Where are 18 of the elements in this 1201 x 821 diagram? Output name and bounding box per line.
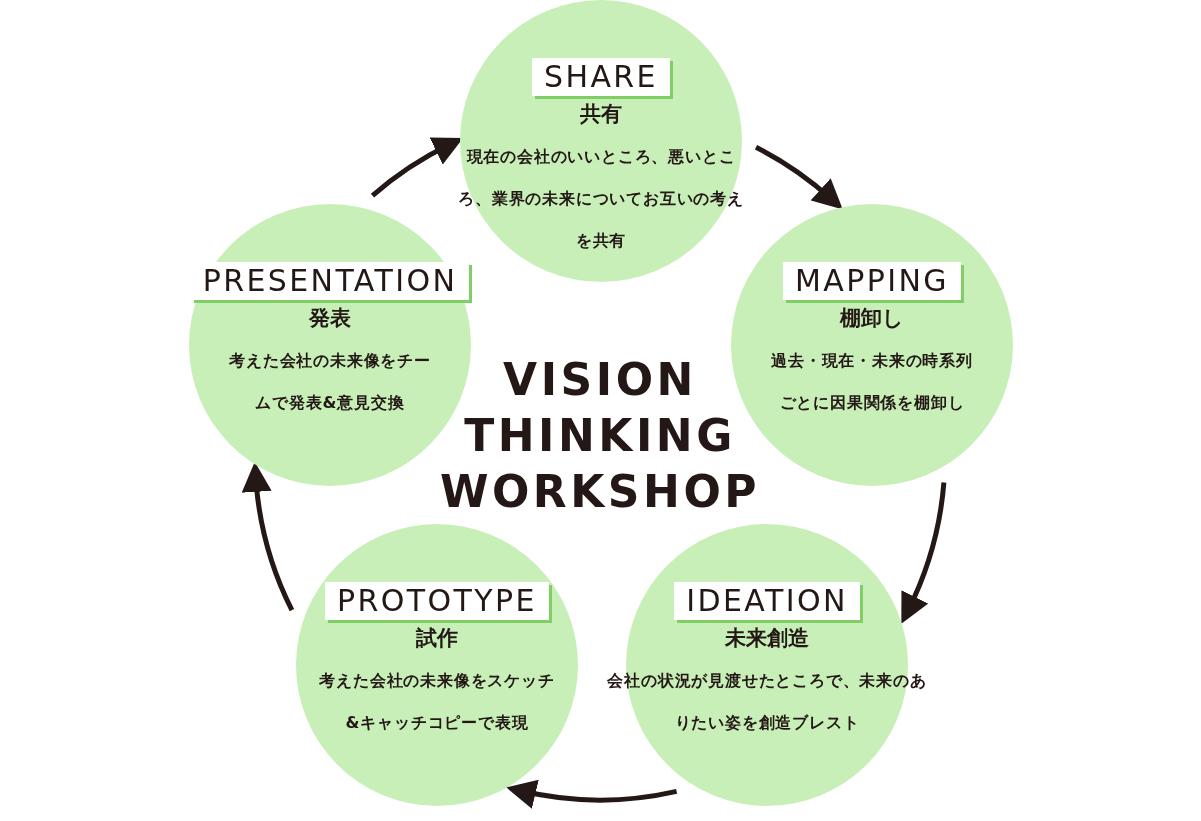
arrow (505, 778, 677, 809)
stage-subtitle: 未来創造 (725, 625, 809, 652)
stage-description: 考えた会社の未来像をチームで発表&意見交換 (228, 350, 432, 414)
stage-subtitle: 試作 (416, 625, 458, 652)
stage-label: MAPPING (783, 262, 961, 300)
stage-subtitle: 共有 (580, 101, 622, 128)
stage-subtitle: 発表 (309, 305, 351, 332)
arrow (754, 145, 844, 210)
stage-label: IDEATION (674, 582, 860, 620)
stage-description: 過去・現在・未来の時系列ごとに因果関係を棚卸し (770, 350, 974, 414)
stage-label: PROTOTYPE (325, 582, 549, 620)
stage-description: 考えた会社の未来像をスケッチ&キャッチコピーで表現 (318, 670, 556, 734)
stage-description: 会社の状況が見渡せたところで、未来のありたい姿を創造ブレスト (606, 670, 928, 734)
stage-subtitle: 棚卸し (840, 305, 904, 332)
diagram-title: VISION THINKING WORKSHOP (439, 353, 761, 519)
arrow (900, 482, 947, 624)
stage-label: SHARE (532, 58, 670, 96)
stage-description: 現在の会社のいいところ、悪いところ、業界の未来についてお互いの考えを共有 (457, 146, 745, 252)
